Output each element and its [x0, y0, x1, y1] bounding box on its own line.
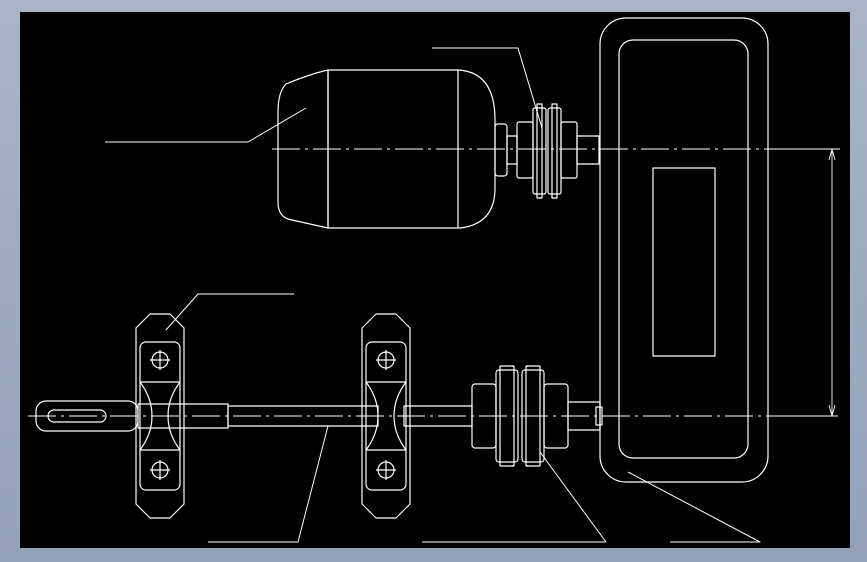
dimension-center-distance — [768, 148, 838, 417]
keyway-icon — [47, 409, 107, 423]
leader-lower-coupling — [422, 451, 607, 543]
gearbox[interactable] — [595, 17, 769, 483]
leader-motor — [105, 107, 307, 143]
leader-bearing-block — [165, 293, 294, 331]
leader-lines — [105, 47, 761, 543]
motor[interactable] — [277, 69, 518, 229]
bearing-block-right[interactable] — [361, 313, 411, 519]
leader-shaft — [208, 425, 329, 543]
bolt-hole-icon — [376, 350, 396, 370]
cad-viewport[interactable] — [20, 12, 850, 548]
bolt-hole-icon — [376, 460, 396, 480]
bearing-block-left[interactable] — [135, 313, 185, 519]
leader-gearbox — [627, 471, 761, 543]
assembly-drawing — [28, 17, 840, 543]
bolt-hole-icon — [150, 460, 170, 480]
leader-upper-coupling — [432, 47, 543, 129]
bolt-hole-icon — [150, 350, 170, 370]
lower-coupling[interactable] — [471, 365, 601, 467]
upper-coupling[interactable] — [516, 103, 600, 199]
